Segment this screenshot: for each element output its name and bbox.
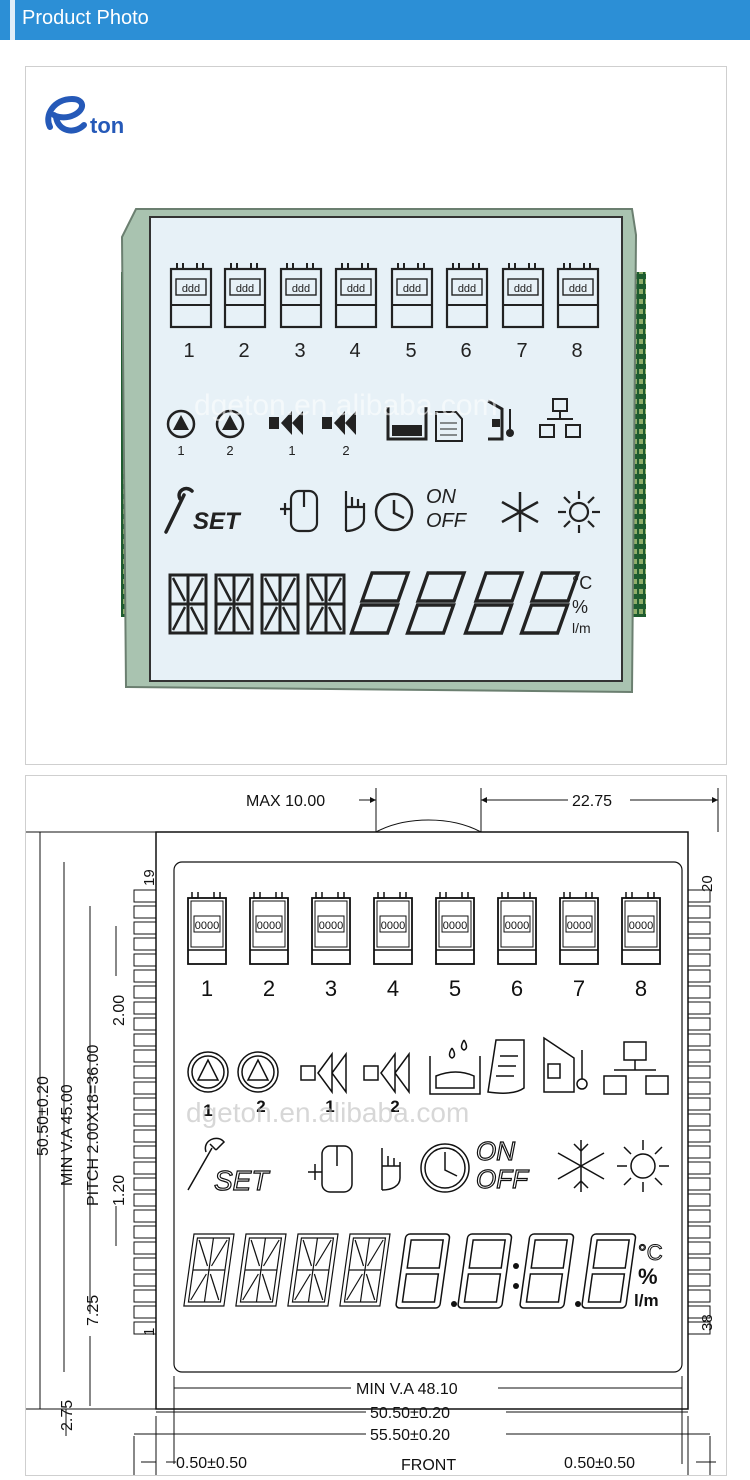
eton-logo-icon: [45, 95, 87, 134]
drawing-on-label: ON: [476, 1136, 515, 1166]
drawing-clock-icon: [420, 1143, 470, 1193]
drawing-unit-percent: %: [638, 1264, 658, 1289]
clock-icon: [374, 492, 414, 532]
channel-label: 7: [516, 340, 527, 362]
drawing-pump-number: 2: [256, 1097, 265, 1116]
drawing-fan-icon: [363, 1051, 410, 1095]
drawing-unit-flow: l/m: [634, 1291, 659, 1310]
off-label: OFF: [426, 510, 468, 532]
drawing-document-icon: [487, 1039, 525, 1094]
house-thermometer-icon: [487, 399, 514, 441]
drawing-unit-celsius: °C: [638, 1240, 663, 1265]
dim-7-25: 7.25: [85, 1295, 102, 1326]
dim-left-gap: 0.50±0.50: [176, 1455, 247, 1472]
hand-manual-icon: [344, 491, 366, 533]
drawing-channel-label: 2: [263, 976, 275, 1001]
drawing-channel-label: 7: [573, 976, 585, 1001]
wrench-icon: [164, 486, 194, 534]
drawing-pump-icon: [237, 1051, 279, 1093]
unit-percent: %: [572, 597, 588, 617]
front-label: FRONT: [401, 1457, 456, 1474]
network-icon: [539, 398, 581, 438]
dim-22-75: 22.75: [572, 793, 612, 810]
channel-label: 6: [460, 340, 471, 362]
dim-pitch: PITCH 2.00X18=36.00: [85, 1044, 102, 1206]
drawing-pump-number: 1: [203, 1101, 212, 1120]
fan-number: 2: [342, 443, 349, 458]
dim-min-va-height: MIN V.A 45.00: [59, 1084, 76, 1186]
drawing-set-label: SET: [214, 1165, 270, 1196]
drawing-fan-number: 2: [390, 1097, 399, 1116]
channel-label: 2: [238, 340, 249, 362]
drawing-off-label: OFF: [476, 1164, 530, 1194]
fan-valve-icon: [269, 411, 303, 435]
drawing-house-thermometer-icon: [543, 1036, 588, 1093]
on-label: ON: [426, 486, 457, 508]
drawing-channel-label: 3: [325, 976, 337, 1001]
pin-label-19: 19: [141, 869, 158, 886]
drawing-fan-number: 1: [325, 1097, 334, 1116]
channel-label: 1: [183, 340, 194, 362]
drawing-fan-icon: [300, 1051, 347, 1095]
pin-label-1: 1: [141, 1328, 158, 1336]
dim-width-total: 55.50±0.20: [370, 1427, 450, 1444]
drawing-channel-label: 6: [511, 976, 523, 1001]
lcd-photo: ddd 1: [120, 208, 646, 694]
drawing-tank-icons: [187, 891, 661, 965]
pin-label-38: 38: [699, 1314, 716, 1331]
channel-label: 3: [294, 340, 305, 362]
drawing-hand-icon: [381, 1148, 401, 1191]
section-header: Product Photo: [0, 0, 750, 40]
pump-number: 2: [226, 443, 233, 458]
channel-label: 5: [405, 340, 416, 362]
section-title: Product Photo: [22, 7, 149, 29]
dim-2-00: 2.00: [111, 995, 128, 1026]
dim-2-75: 2.75: [59, 1400, 76, 1431]
drawing-channel-label: 1: [201, 976, 213, 1001]
unit-celsius: °C: [572, 573, 592, 593]
water-tank-icon: [386, 407, 428, 441]
drawing-segment-digits: [183, 1233, 637, 1309]
pump-icon: [215, 409, 245, 439]
drawing-sun-icon: [617, 1140, 669, 1192]
drawing-water-tank-icon: [429, 1039, 481, 1095]
drawing-wrench-icon: [187, 1137, 225, 1191]
dim-max-label: MAX 10.00: [246, 793, 325, 810]
document-icon: [435, 411, 463, 442]
drawing-channel-label: 8: [635, 976, 647, 1001]
dim-width-glass: 50.50±0.20: [370, 1405, 450, 1422]
drawing-mouse-icon: [308, 1145, 353, 1193]
header-accent-bar: [10, 0, 15, 40]
pump-icon: [166, 409, 196, 439]
pin-label-20: 20: [699, 875, 716, 892]
set-label: SET: [193, 508, 242, 535]
drawing-channel-label: 4: [387, 976, 399, 1001]
dim-min-va-width: MIN V.A 48.10: [356, 1381, 458, 1398]
fan-valve-icon: [322, 411, 356, 435]
sun-icon: [558, 491, 600, 533]
mouse-device-icon: [280, 489, 319, 533]
fan-number: 1: [288, 443, 295, 458]
dim-height-total: 50.50±0.20: [35, 1076, 52, 1156]
snowflake-icon: [501, 492, 539, 532]
unit-flow: l/m: [572, 620, 591, 636]
drawing-snowflake-icon: [557, 1140, 605, 1192]
lcd-drawing: 0000 MAX 10.00 22.75: [26, 788, 719, 1475]
drawing-pump-icon: [187, 1051, 229, 1093]
dim-right-gap: 0.50±0.50: [564, 1455, 635, 1472]
watermark: dgeton.en.alibaba.com: [194, 389, 498, 422]
channel-label: 8: [571, 340, 582, 362]
logo-text: ton: [90, 113, 125, 138]
pump-number: 1: [177, 443, 184, 458]
drawing-network-icon: [603, 1041, 669, 1095]
dim-1-20: 1.20: [111, 1175, 128, 1206]
drawing-channel-label: 5: [449, 976, 461, 1001]
drawing-watermark: dgeton.en.alibaba.com: [186, 1097, 469, 1128]
product-photo-panel: ton ddd: [25, 66, 727, 765]
channel-label: 4: [349, 340, 360, 362]
technical-drawing-panel: 0000 MAX 10.00 22.75: [25, 775, 727, 1476]
